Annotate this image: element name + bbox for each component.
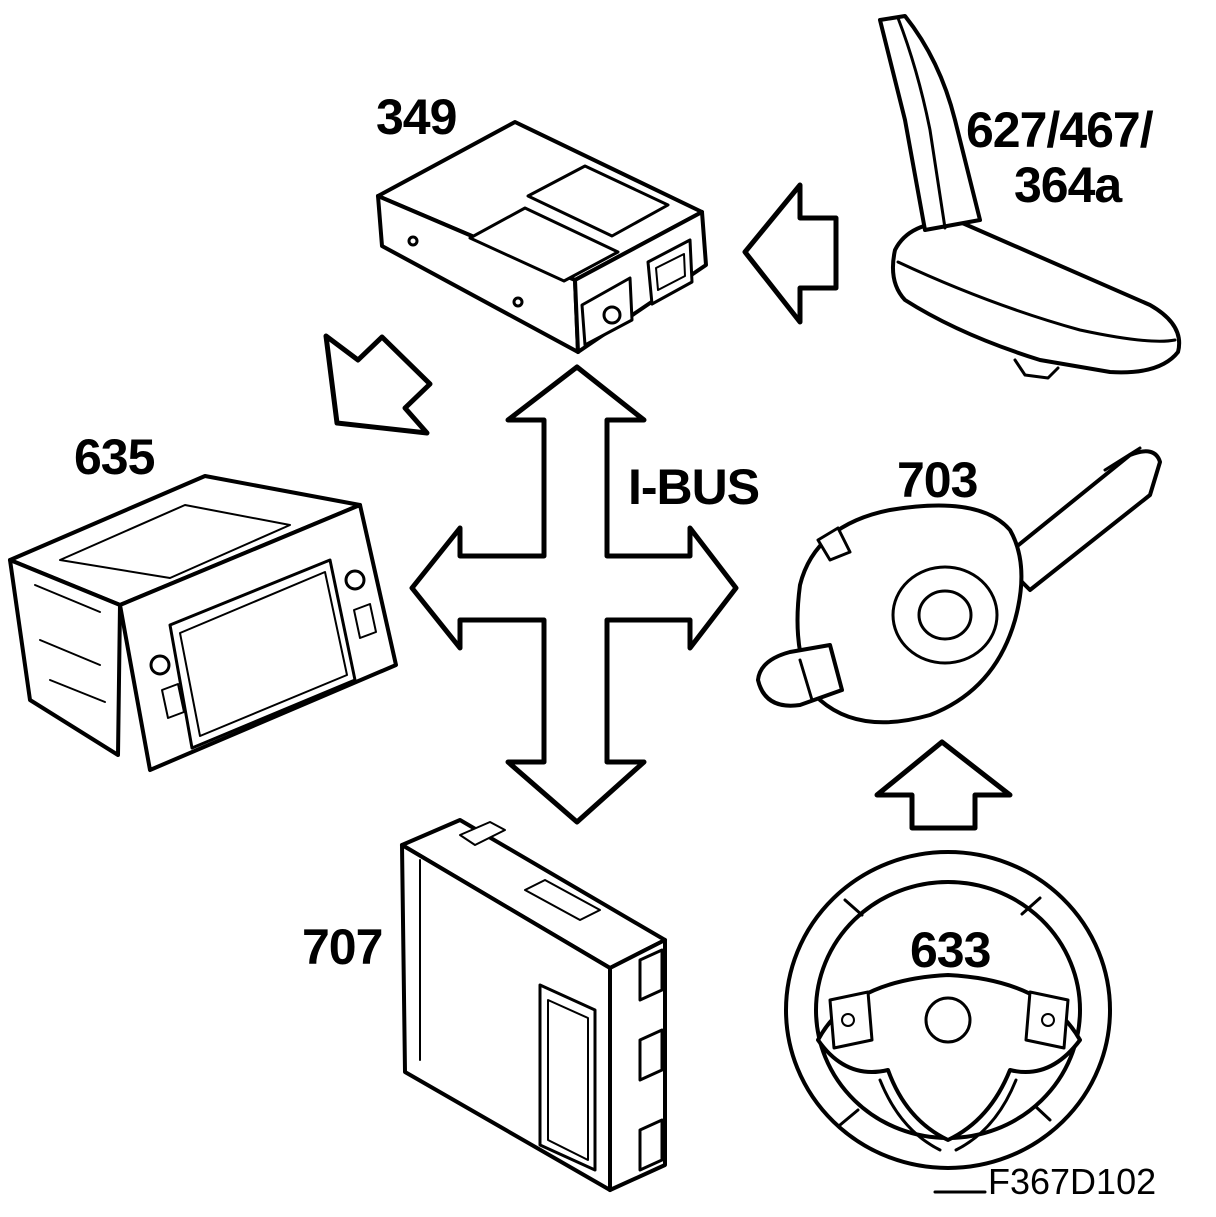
steering-column-switch-703 — [756, 446, 1162, 725]
gps-module-349 — [376, 120, 708, 354]
label-antenna-line2: 364a — [1014, 157, 1122, 213]
control-module-707 — [400, 818, 667, 1192]
label-635: 635 — [74, 429, 155, 485]
label-703: 703 — [897, 452, 978, 508]
steering-wheel-633 — [784, 850, 1112, 1170]
arrow-antenna-to-module — [742, 182, 839, 325]
label-ibus: I-BUS — [628, 459, 760, 515]
figure-code: F367D102 — [988, 1161, 1157, 1202]
label-349: 349 — [376, 89, 457, 145]
infotainment-unit-635 — [8, 474, 398, 772]
label-antenna-line1: 627/467/ — [966, 102, 1154, 158]
label-633: 633 — [910, 922, 991, 978]
arrow-module-to-infotainment — [323, 333, 433, 436]
ibus-arrow-cross — [409, 364, 739, 825]
antenna-unit — [878, 14, 1182, 380]
arrow-wheel-to-switch — [874, 739, 1013, 831]
label-707: 707 — [302, 919, 383, 975]
